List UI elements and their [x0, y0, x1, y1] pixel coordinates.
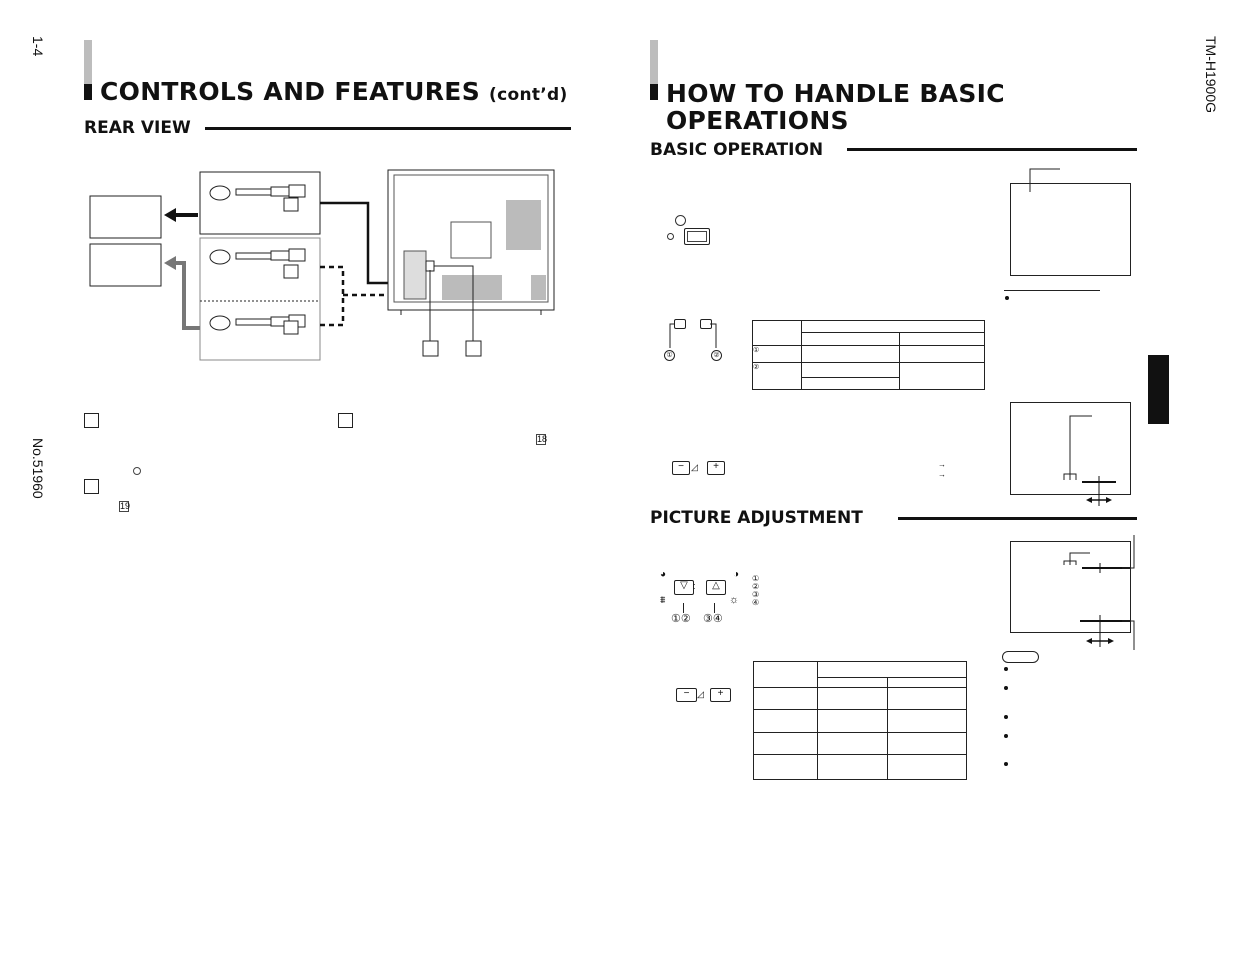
outlet-box-1 [89, 195, 162, 239]
plug-ref-2 [283, 264, 299, 279]
item-marker-3 [338, 413, 353, 428]
note-bullet-4 [1004, 734, 1008, 738]
page-title-controls: CONTROLS AND FEATURES (cont’d) [100, 78, 568, 109]
color-icon: ◕ [660, 569, 667, 580]
note-bullet-3 [1004, 715, 1008, 719]
contrast-icon: ◑ [733, 569, 740, 580]
page-ref-19: 19 [119, 501, 131, 512]
title-line-1: HOW TO HANDLE BASIC [666, 79, 1005, 108]
table-row-label-2: ② [752, 362, 802, 390]
power-indicator-icon [667, 233, 674, 240]
plug-ref-3 [283, 320, 299, 335]
small-arrows: →→ [938, 460, 946, 479]
input-leaders [669, 323, 717, 348]
section-rule-picture [898, 517, 1137, 520]
input-table: ① ② [752, 319, 985, 391]
power-button[interactable] [684, 228, 710, 245]
section-basic-operation: BASIC OPERATION [650, 140, 824, 160]
display-callout-1 [1029, 168, 1060, 192]
picture-plus-button[interactable]: + [710, 688, 731, 702]
section-picture-adjustment: PICTURE ADJUSTMENT [650, 508, 863, 528]
section-rule [205, 127, 571, 130]
table-row-label-1: ① [752, 344, 802, 364]
plug-ref-1 [283, 197, 299, 212]
picture-adjust-table [753, 660, 967, 781]
note-badge [1002, 651, 1039, 663]
picture-bar-graphic [1063, 535, 1135, 650]
page-ref-18: 18 [536, 434, 548, 445]
item-marker-1 [84, 413, 99, 428]
title-text: CONTROLS AND FEATURES [100, 77, 480, 106]
volume-plus-button[interactable]: + [707, 461, 725, 475]
item-marker-2 [84, 479, 99, 494]
plug-box-top [199, 171, 321, 235]
title-gray-bar-right [650, 40, 658, 100]
page-number: 1-4 [30, 36, 46, 57]
rear-view-diagram [89, 169, 555, 361]
section-rule-basic [847, 148, 1137, 151]
document-number: No.51960 [30, 438, 46, 499]
label-circle-1: ① [664, 350, 675, 361]
leader-down [683, 603, 684, 613]
down-button[interactable]: ▽ [674, 580, 694, 595]
title-marker-right [650, 84, 658, 100]
label-34: ③④ [703, 613, 723, 625]
small-circle-icon [133, 467, 141, 475]
input-button-1[interactable] [674, 319, 686, 329]
label-circle-2: ② [711, 350, 722, 361]
adjust-icon: ◿ [697, 689, 704, 699]
tint-icon: ⩩ [660, 595, 666, 606]
outlet-box-2 [89, 243, 162, 287]
circled-list: ① ② ③ ④ [752, 574, 760, 607]
up-button[interactable]: △ [706, 580, 726, 595]
callout-box-b [465, 340, 482, 357]
note-rule [1004, 290, 1100, 291]
note-bullet [1005, 296, 1009, 300]
callout-box-a [422, 340, 439, 357]
power-icon [675, 215, 686, 226]
picture-minus-button[interactable]: − [676, 688, 697, 702]
title-marker [84, 84, 92, 100]
screen-display-1 [1010, 183, 1131, 276]
note-bullet-2 [1004, 686, 1008, 690]
title-suffix: (cont’d) [489, 85, 568, 105]
title-gray-bar [84, 40, 92, 100]
page-title-operations: HOW TO HANDLE BASIC OPERATIONS [666, 80, 1005, 134]
note-bullet-5 [1004, 762, 1008, 766]
side-tab [1148, 355, 1169, 424]
volume-icon: ◿ [691, 462, 698, 472]
leader-up [714, 603, 715, 613]
separator-dots: : [693, 581, 696, 591]
volume-bar-graphic [1063, 415, 1116, 506]
title-line-2: OPERATIONS [666, 106, 849, 135]
section-rear-view: REAR VIEW [84, 118, 191, 138]
brightness-icon: ☼ [729, 594, 740, 606]
note-bullet-1 [1004, 667, 1008, 671]
volume-minus-button[interactable]: − [672, 461, 690, 475]
label-12: ①② [671, 613, 691, 625]
model-number: TM-H1900G [1203, 36, 1219, 114]
